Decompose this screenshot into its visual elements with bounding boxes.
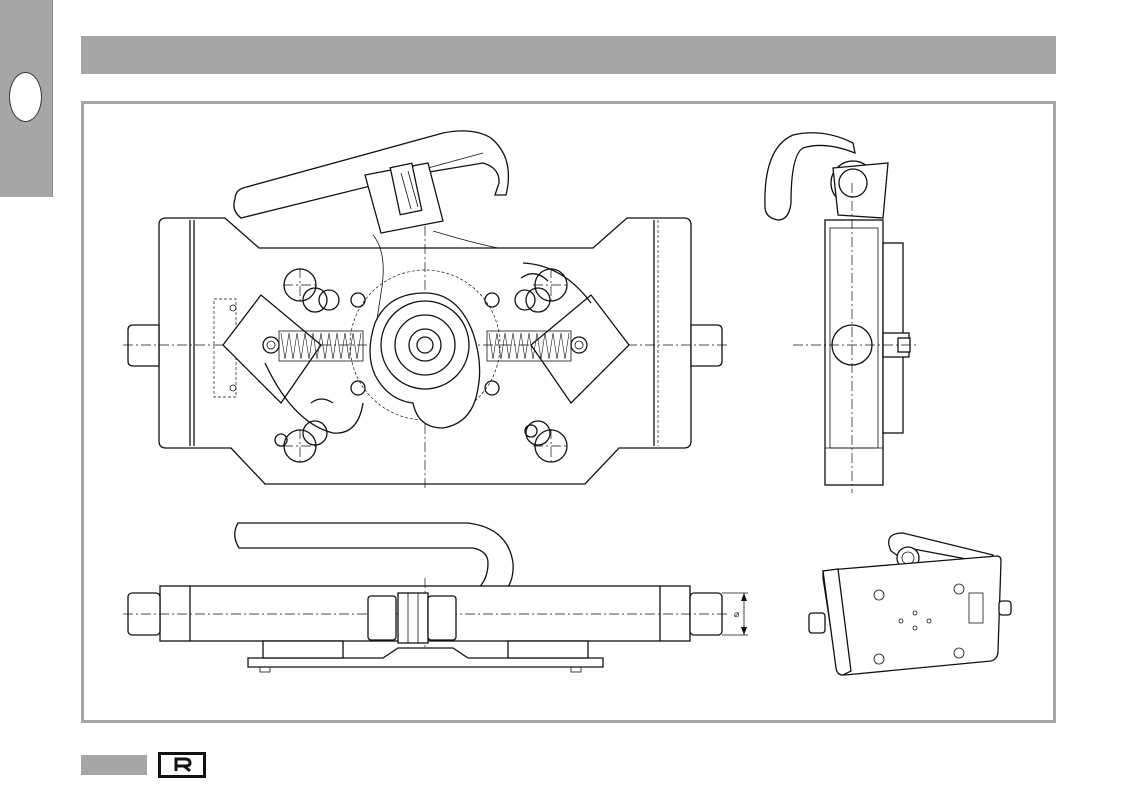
technical-drawing: ⌀ [123,130,1012,676]
side-view [764,132,918,493]
footer-bar [81,755,147,775]
header-bar [81,36,1056,74]
spring-right [488,332,570,360]
bottom-view: ⌀ [123,522,748,673]
circle-tab-icon [9,72,42,122]
diameter-symbol: ⌀ [734,609,740,619]
r-logo [158,752,206,778]
side-tab [0,0,53,197]
technical-drawing-frame: ⌀ [81,101,1056,723]
spring-left [280,332,362,360]
isometric-view [808,532,1012,676]
front-view [123,130,728,491]
